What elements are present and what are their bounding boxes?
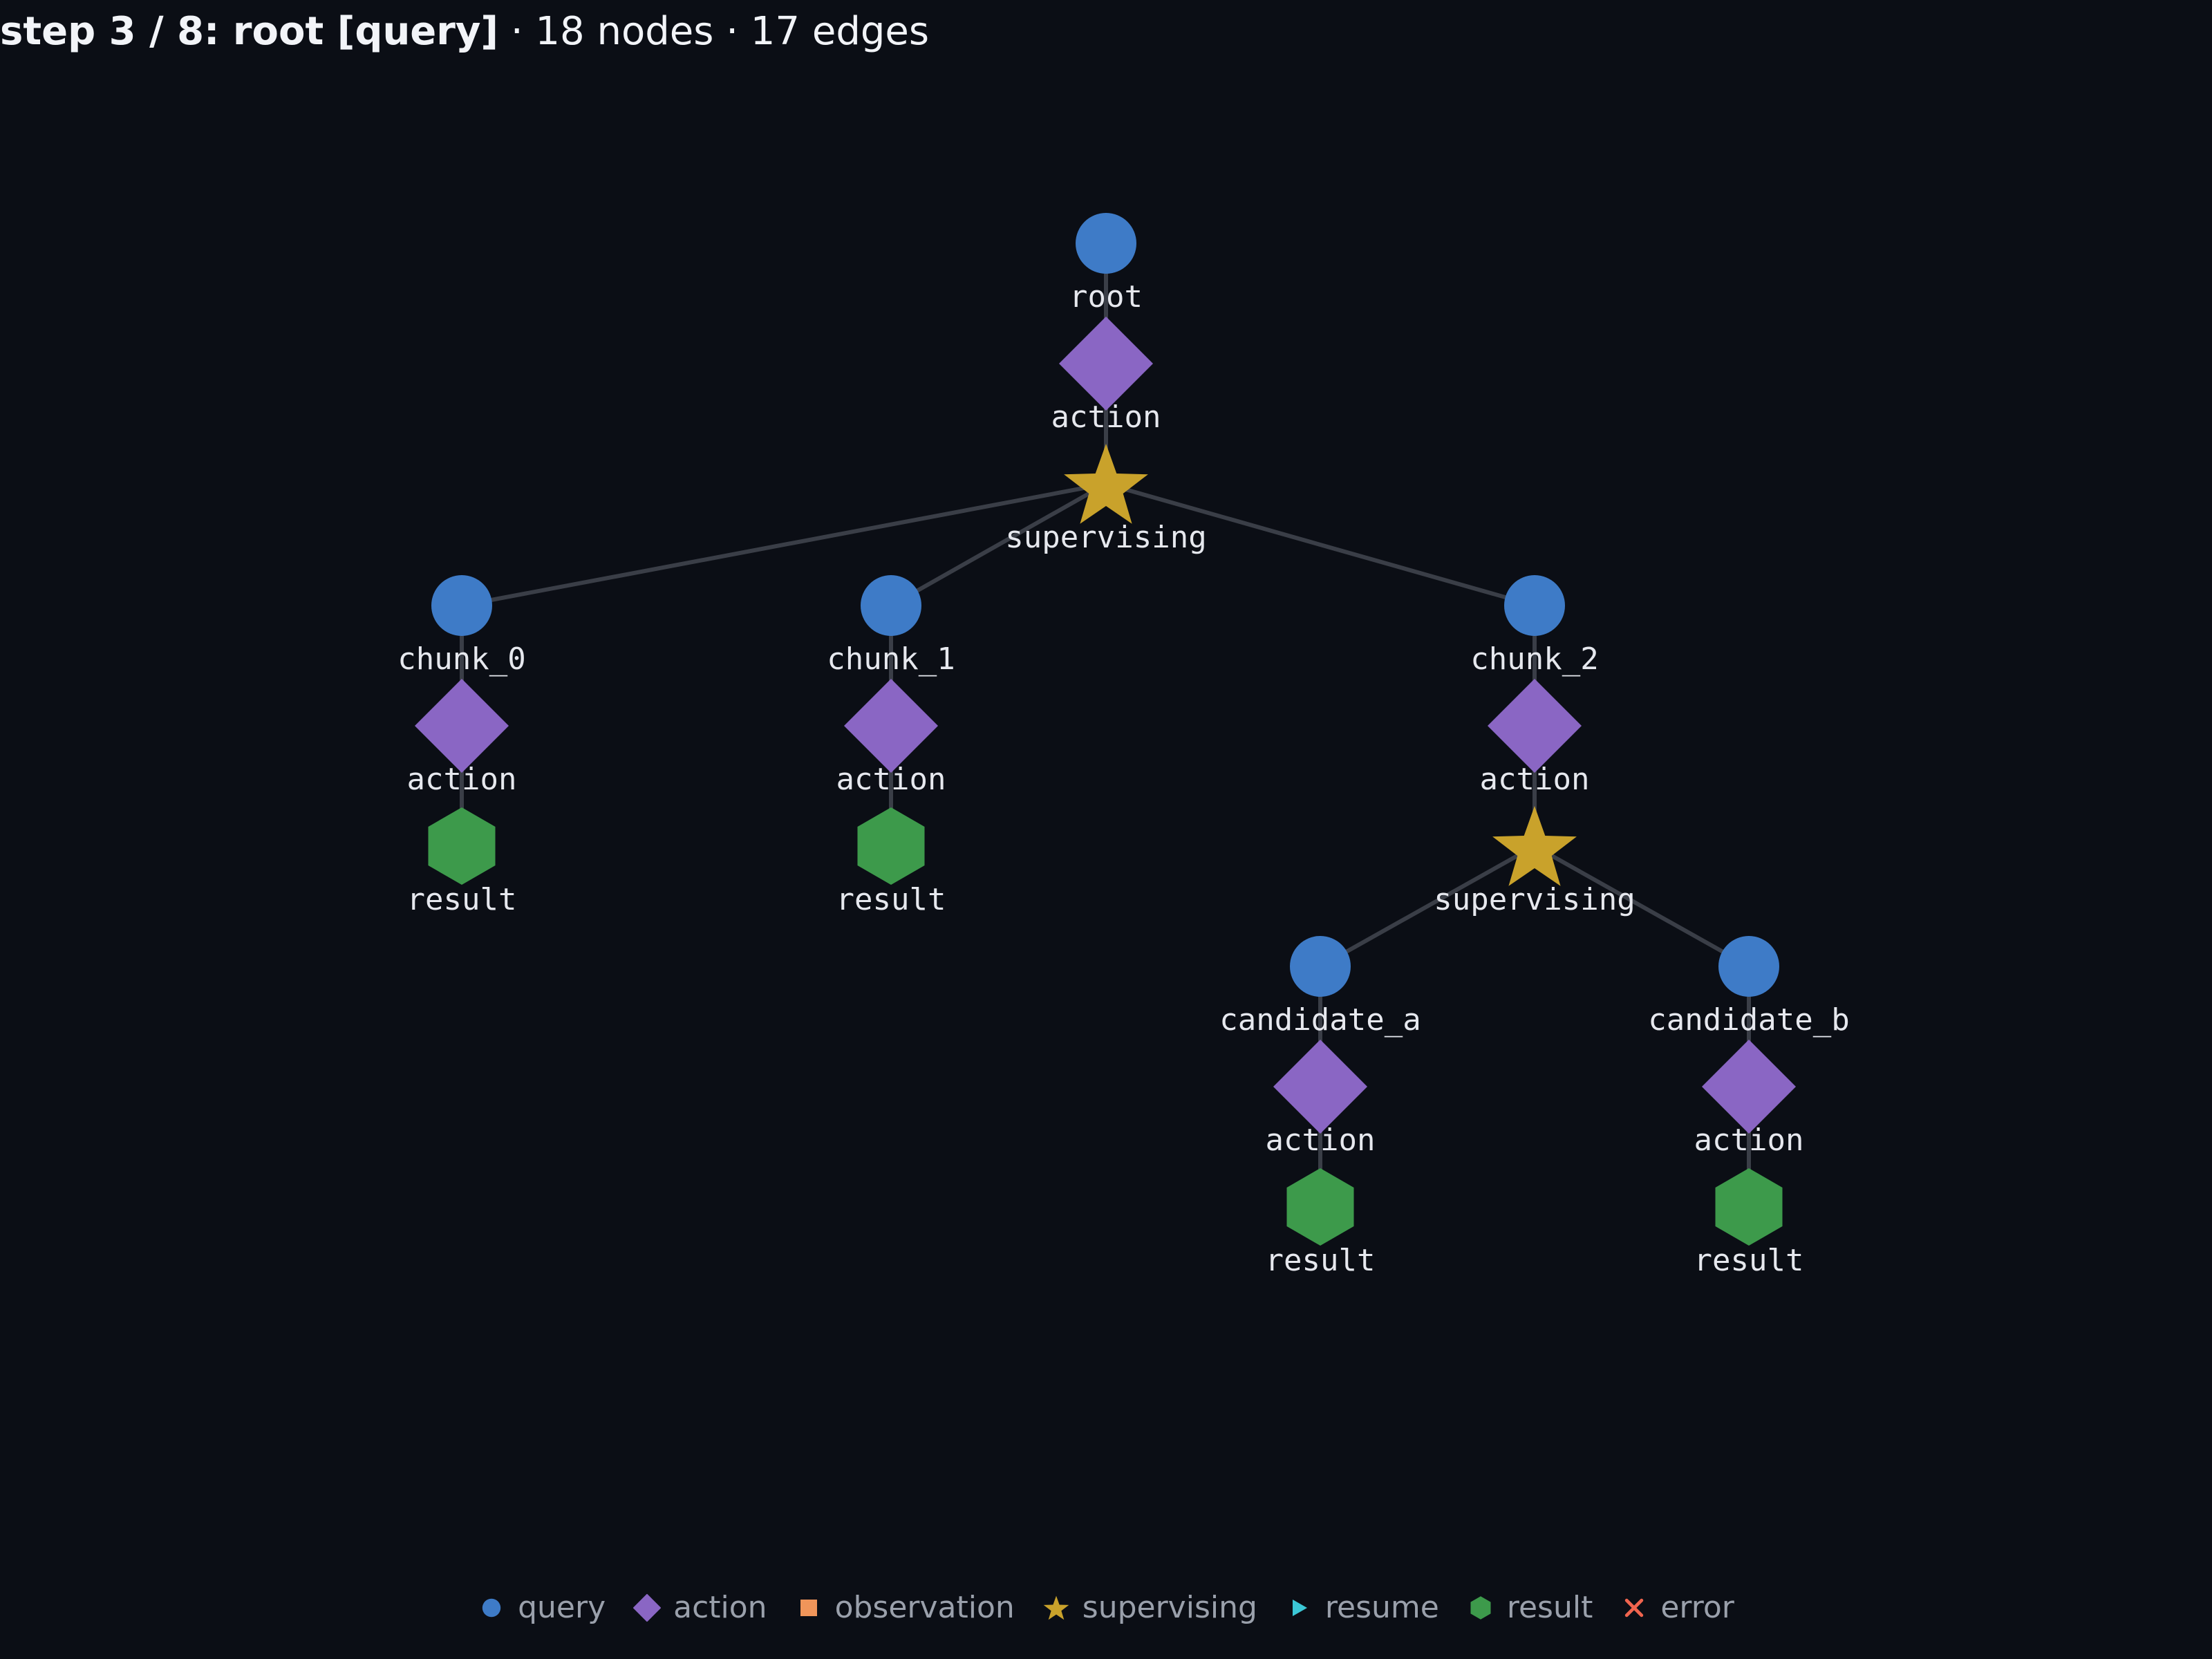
node-label: candidate_a [1219,1002,1421,1038]
node-label: action [1051,400,1161,435]
node-chunk_1_action[interactable]: action [836,679,946,797]
node-label: chunk_2 [1470,641,1598,677]
diamond-icon [1488,679,1582,773]
step-title: step 3 / 8: root [query] [0,9,498,54]
legend-item-result: result [1467,1590,1593,1625]
circle-icon [1718,936,1779,997]
cross-icon [1625,1598,1644,1617]
node-chunk_0[interactable]: chunk_0 [397,575,526,677]
circle-icon [1504,575,1565,636]
node-candidate_a_result[interactable]: result [1266,1168,1376,1278]
legend-item-observation: observation [795,1590,1015,1625]
hexagon-icon [1715,1168,1783,1246]
legend-item-resume: resume [1285,1590,1439,1625]
node-chunk_0_result[interactable]: result [407,807,517,917]
hexagon-icon [1286,1168,1354,1246]
square-icon [800,1599,817,1616]
legend-label: action [673,1590,767,1625]
legend-label: result [1506,1590,1593,1625]
node-label: supervising [1005,520,1206,555]
circle-icon [1076,213,1136,274]
hexagon-icon [1470,1595,1491,1620]
node-layer: rootactionsupervisingchunk_0actionresult… [397,213,1850,1278]
diamond-icon [844,679,938,773]
star-icon [1043,1595,1069,1620]
node-root_sup[interactable]: supervising [1005,444,1207,555]
legend-item-query: query [478,1590,606,1625]
legend-label: error [1660,1590,1734,1625]
node-label: supervising [1434,882,1635,917]
diamond-icon [633,1593,662,1622]
legend: query action observation supervising resume r… [0,1590,2212,1629]
edge-root_sup-to-chunk_2 [1104,482,1537,608]
circle-icon [1290,936,1351,997]
node-label: root [1069,279,1143,315]
node-label: action [407,762,517,797]
hexagon-icon [428,807,496,885]
node-root_action[interactable]: action [1051,317,1161,435]
node-label: result [836,882,946,917]
node-candidate_b_result[interactable]: result [1694,1168,1804,1278]
legend-label: query [518,1590,606,1625]
node-label: result [1266,1243,1376,1278]
diamond-icon [1273,1040,1367,1134]
node-candidate_b_action[interactable]: action [1694,1040,1804,1158]
circle-icon [861,575,921,636]
node-label: candidate_b [1648,1002,1849,1038]
legend-label: supervising [1082,1590,1257,1625]
legend-item-action: action [633,1590,767,1625]
node-chunk_1_result[interactable]: result [836,807,946,917]
hexagon-icon [857,807,925,885]
star-icon [1064,444,1148,524]
legend-item-error: error [1620,1590,1734,1625]
edge-root_sup-to-chunk_1 [889,482,1108,608]
node-chunk_2[interactable]: chunk_2 [1470,575,1599,677]
star-icon [1492,806,1577,886]
node-candidate_a[interactable]: candidate_a [1219,936,1421,1038]
node-candidate_a_action[interactable]: action [1266,1040,1376,1158]
node-chunk_2_action[interactable]: action [1480,679,1590,797]
node-chunk_1[interactable]: chunk_1 [827,575,955,677]
node-chunk_0_action[interactable]: action [407,679,517,797]
node-label: result [407,882,517,917]
edge-chunk_2_sup-to-candidate_a [1318,844,1537,968]
node-label: action [1694,1123,1804,1158]
step-header: step 3 / 8: root [query] · 18 nodes · 17… [0,6,929,58]
node-label: action [1266,1123,1376,1158]
node-label: action [1480,762,1590,797]
edge-root_sup-to-chunk_0 [460,482,1108,608]
circle-icon [482,1598,501,1617]
legend-label: observation [834,1590,1015,1625]
node-label: chunk_0 [397,641,525,677]
circle-icon [431,575,492,636]
node-label: chunk_1 [827,641,955,677]
diamond-icon [1059,317,1153,411]
diamond-icon [415,679,509,773]
legend-label: resume [1324,1590,1439,1625]
diamond-icon [1702,1040,1796,1134]
triangle-right-icon [1292,1599,1307,1616]
legend-item-supervising: supervising [1042,1590,1257,1625]
graph-stats: · 18 nodes · 17 edges [510,9,930,54]
node-label: result [1694,1243,1804,1278]
node-chunk_2_sup[interactable]: supervising [1434,806,1635,917]
edge-chunk_2_sup-to-candidate_b [1533,844,1751,968]
node-candidate_b[interactable]: candidate_b [1648,936,1850,1038]
node-root[interactable]: root [1069,213,1143,315]
node-label: action [836,762,946,797]
